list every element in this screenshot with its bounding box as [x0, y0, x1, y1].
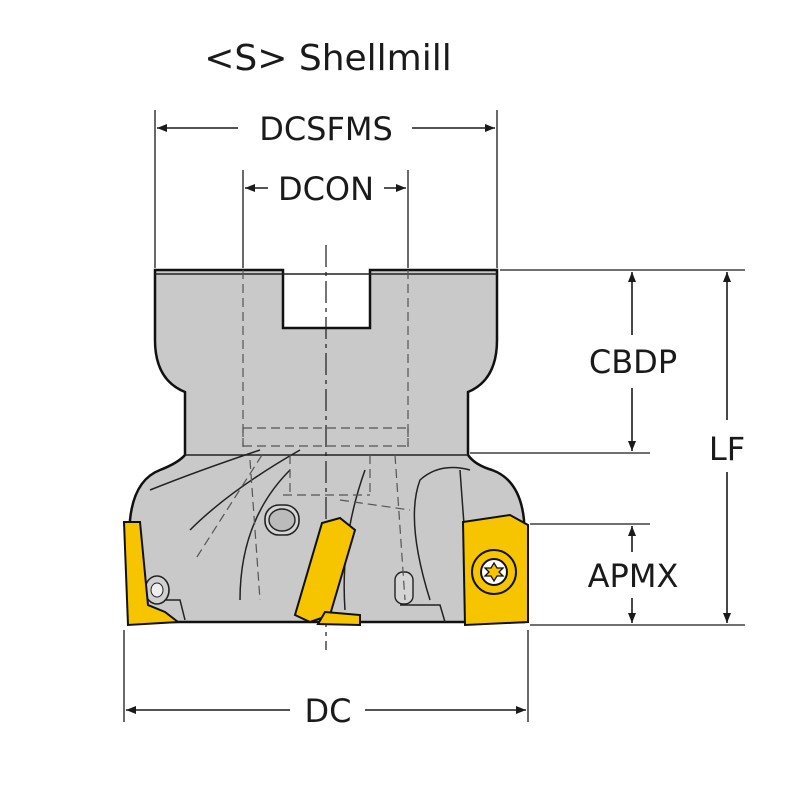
dim-dc: DC [126, 692, 526, 730]
diagram-title: <S> Shellmill [204, 38, 452, 79]
dc-label: DC [305, 692, 352, 730]
dim-apmx: APMX [588, 526, 679, 623]
lf-label: LF [709, 430, 745, 468]
hidden-lines [194, 270, 411, 601]
dim-lf: LF [709, 272, 745, 623]
insert-left [122, 521, 181, 627]
extension-lines [123, 110, 745, 722]
torx-screw-icon [483, 561, 505, 583]
dim-cbdp: CBDP [589, 272, 677, 451]
apmx-label: APMX [588, 557, 679, 595]
cbdp-label: CBDP [589, 343, 677, 381]
dim-dcsfms: DCSFMS [157, 110, 495, 148]
dcsfms-label: DCSFMS [259, 110, 393, 148]
dcon-label: DCON [278, 170, 374, 208]
dim-dcon: DCON [245, 170, 406, 208]
cutting-inserts [122, 513, 529, 627]
